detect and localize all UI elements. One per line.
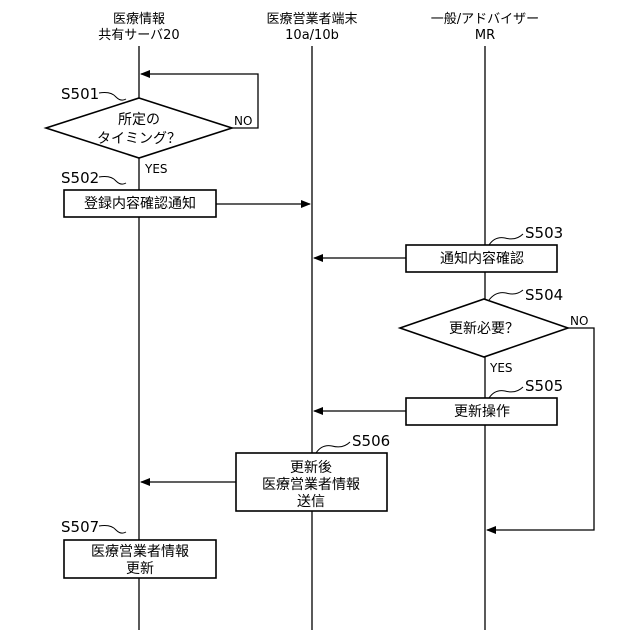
s501-label-line2: タイミング？ xyxy=(97,131,181,147)
s502-leader-line xyxy=(99,177,126,185)
s503-label: 通知内容確認 xyxy=(440,250,524,267)
s501-decision-diamond xyxy=(46,98,232,158)
s507-leader-line xyxy=(99,526,126,534)
s501-step-id: S501 xyxy=(61,85,99,103)
s501-yes-label: YES xyxy=(144,162,168,176)
s506-label-line3: 送信 xyxy=(297,494,325,510)
s504-no-branch-arrow xyxy=(487,328,594,530)
s502-label: 登録内容確認通知 xyxy=(84,195,196,212)
s504-label: 更新必要？ xyxy=(449,321,519,337)
lane-header-server: 医療情報 共有サーバ20 xyxy=(98,12,179,43)
lane-header-advisor: 一般/アドバイザー MR xyxy=(431,11,539,43)
s501-leader-line xyxy=(99,93,126,101)
lane-advisor-subtitle: MR xyxy=(475,28,495,43)
s506-leader-line xyxy=(316,442,350,453)
lane-advisor-title: 一般/アドバイザー xyxy=(431,11,539,27)
s501-no-label: NO xyxy=(234,114,252,128)
s503-step-id: S503 xyxy=(525,224,563,242)
s504-no-label: NO xyxy=(570,314,588,328)
lane-server-title: 医療情報 xyxy=(113,12,165,27)
lane-header-terminal: 医療営業者端末 10a/10b xyxy=(266,11,357,43)
lane-terminal-subtitle: 10a/10b xyxy=(285,28,339,43)
s507-step-id: S507 xyxy=(61,518,99,536)
s504-leader-line xyxy=(489,290,523,300)
s506-step-id: S506 xyxy=(352,432,390,450)
s507-label-line2: 更新 xyxy=(126,561,154,577)
s506-label-line2: 医療営業者情報 xyxy=(262,476,360,493)
s505-step-id: S505 xyxy=(525,377,563,395)
s505-leader-line xyxy=(489,387,523,398)
s501-label-line1: 所定の xyxy=(118,112,160,128)
s502-step-id: S502 xyxy=(61,169,99,187)
s505-label: 更新操作 xyxy=(454,404,510,420)
s507-label-line1: 医療営業者情報 xyxy=(91,543,189,560)
s506-label-line1: 更新後 xyxy=(290,460,332,476)
s504-yes-label: YES xyxy=(489,361,513,375)
lane-server-subtitle: 共有サーバ20 xyxy=(98,28,179,43)
lane-terminal-title: 医療営業者端末 xyxy=(266,11,357,27)
s503-leader-line xyxy=(489,234,523,245)
s504-step-id: S504 xyxy=(525,286,563,304)
